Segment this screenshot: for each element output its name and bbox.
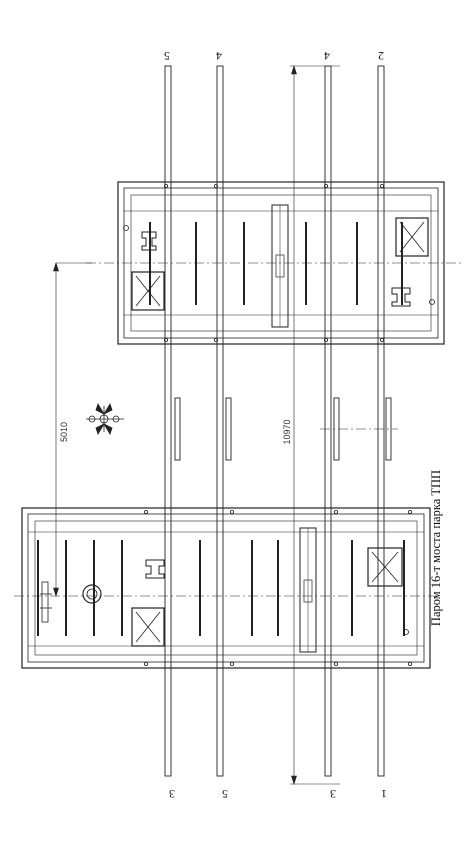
rail-label-top: 2 <box>378 49 384 63</box>
dimension-lines <box>53 64 340 786</box>
rails <box>164 65 392 777</box>
lower-pontoon <box>21 507 431 669</box>
hatch-box <box>395 217 429 257</box>
upper-pontoon <box>117 181 445 345</box>
dimension-10970: 10970 <box>282 419 292 444</box>
center-lines <box>14 262 462 597</box>
rail-label-bottom: 5 <box>222 787 228 801</box>
rail-label-top: 4 <box>324 49 330 63</box>
rail-label-bottom: 3 <box>330 787 336 801</box>
hatch-box <box>131 607 165 647</box>
drawing-caption: Паром 16-т моста парка ТПП <box>429 470 443 626</box>
rail-label-top: 5 <box>164 49 170 63</box>
dimension-5010: 5010 <box>59 422 69 442</box>
rail-label-bottom: 3 <box>169 787 175 801</box>
hatch-box <box>131 271 165 311</box>
rail-label-bottom: 1 <box>381 787 387 801</box>
compass-symbol <box>86 403 124 435</box>
hatch-box <box>367 547 403 587</box>
rail-label-top: 4 <box>216 49 222 63</box>
